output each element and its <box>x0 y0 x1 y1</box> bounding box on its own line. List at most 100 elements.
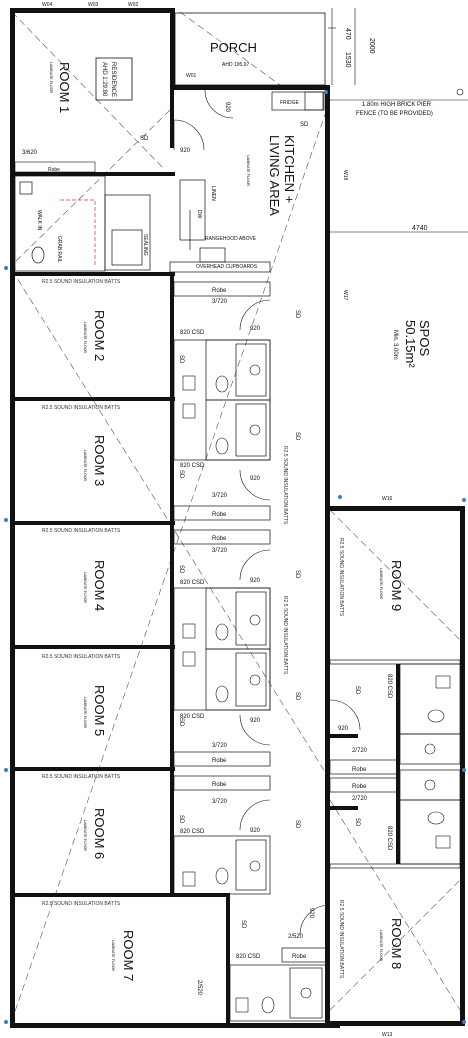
room-6-insulation: R2.5 SOUND INSULATION BATTS <box>42 774 121 780</box>
sd-corridor-d: SD <box>294 692 300 701</box>
porch-name: PORCH <box>210 40 257 55</box>
csd-label-3: 820 CSD <box>180 463 205 469</box>
room-1: ROOM 1 LAMINATE FLOOR RESIDENCE AHD 1:29… <box>14 57 205 176</box>
window-label-w03: W03 <box>88 2 99 8</box>
window-label-w17: W17 <box>342 290 348 301</box>
room-9-floor: LAMINATE FLOOR <box>379 568 383 599</box>
sealing-label: SEALING <box>142 234 148 256</box>
robe-label-9: Robe <box>352 767 367 773</box>
sd-room-8: SD <box>354 818 360 827</box>
room-1-robe: Robe <box>48 167 60 173</box>
door-920-5: 920 <box>250 718 261 724</box>
room-8-insulation: R2.5 SOUND INSULATION BATTS <box>338 900 344 979</box>
room-2-floor: LAMINATE FLOOR <box>83 322 87 353</box>
door-label-3620: 3/620 <box>22 150 38 156</box>
spos-area-value: 50.15m² <box>403 320 418 368</box>
door-920-4: 920 <box>250 578 261 584</box>
room-6-floor: LAMINATE FLOOR <box>83 820 87 851</box>
rangehood-label: RANGEHOOD ABOVE <box>205 236 257 242</box>
room-5: ROOM 5 LAMINATE FLOOR R2.5 SOUND INSULAT… <box>42 654 121 736</box>
robe-label-3: Robe <box>212 512 227 518</box>
room-7-insulation: R2.5 SOUND INSULATION BATTS <box>42 901 121 907</box>
kitchen-name-2: LIVING AREA <box>267 135 282 216</box>
room-3: ROOM 3 LAMINATE FLOOR R2.5 SOUND INSULAT… <box>42 405 121 486</box>
dim-2000: 2000 <box>368 38 375 54</box>
room-2-insulation: R2.5 SOUND INSULATION BATTS <box>42 279 121 285</box>
walk-in-label: WALK IN <box>36 210 42 231</box>
linen-label: LINEN <box>210 186 216 201</box>
sd-room-2: SD <box>178 355 184 364</box>
room-8-name: ROOM 8 <box>389 918 404 969</box>
room-7-door-2520: 2/520 <box>196 980 202 996</box>
fridge-label: FRIDGE <box>280 100 300 106</box>
right-ensuite-walls <box>330 664 400 864</box>
room-3-insulation: R2.5 SOUND INSULATION BATTS <box>42 405 121 411</box>
room-6-name: ROOM 6 <box>92 808 107 859</box>
window-label-w18: W18 <box>342 170 348 181</box>
room-8-floor: LAMINATE FLOOR <box>379 930 383 961</box>
dimensions <box>328 8 468 233</box>
toilets <box>182 375 451 1014</box>
csd-label-2: 820 CSD <box>180 330 205 336</box>
door-2520-8: 2/520 <box>288 934 304 940</box>
spos-label: SPOS <box>417 320 432 356</box>
room-7-sd: SD <box>240 920 246 929</box>
door-swings <box>239 299 361 936</box>
door-920-6: 920 <box>250 828 261 834</box>
robe-label-5: Robe <box>212 758 227 764</box>
csd-label-8: 820 CSD <box>386 826 392 851</box>
csd-label-9: 820 CSD <box>386 674 392 699</box>
csd-label-4: 820 CSD <box>180 580 205 586</box>
grab-rail-label: GRAB RAIL <box>56 236 62 263</box>
kitchen-living: KITCHEN + LIVING AREA LAMINATE FLOOR 920… <box>204 89 325 216</box>
robes-ensuites <box>173 281 461 1022</box>
csd-label-5: 820 CSD <box>180 714 205 720</box>
bedroom-walls <box>15 272 230 897</box>
sd-corridor-c: SD <box>294 570 300 579</box>
sd-room-4: SD <box>178 565 184 574</box>
window-label-w01: W01 <box>186 73 197 79</box>
room-6: ROOM 6 LAMINATE FLOOR R2.5 SOUND INSULAT… <box>42 774 121 859</box>
room-9-name: ROOM 9 <box>389 560 404 611</box>
door-3720-d: 3/720 <box>212 743 228 749</box>
door-2720-a: 2/720 <box>352 748 368 754</box>
window-label-w04: W04 <box>42 2 53 8</box>
robe-label-2: Robe <box>212 288 227 294</box>
fence-note: 1.80m HIGH BRICK PIER <box>362 102 432 108</box>
sd-room-9: SD <box>354 686 360 695</box>
robe-label-4: Robe <box>212 536 227 542</box>
kitchen-floor: LAMINATE FLOOR <box>246 155 250 186</box>
window-label-w02: W02 <box>128 2 139 8</box>
sd-corridor-e: SD <box>294 820 300 829</box>
window-label-w13: W13 <box>382 1032 393 1038</box>
porch: PORCH AHD 195.97 W01 <box>174 12 326 86</box>
room-2: ROOM 2 LAMINATE FLOOR R2.5 SOUND INSULAT… <box>42 279 121 361</box>
sd-corridor-b: SD <box>294 432 300 441</box>
spos-min: Min. 3.00m <box>392 330 398 360</box>
left-markers <box>4 90 466 1024</box>
ensuite-1 <box>14 175 271 273</box>
sd-room-5: SD <box>178 718 184 727</box>
fence-note-2: FENCE (TO BE PROVIDED) <box>356 111 433 117</box>
sd-corridor-a: SD <box>294 310 300 319</box>
overhead-label: OVERHEAD CUPBOARDS <box>196 264 258 270</box>
room-8: ROOM 8 LAMINATE FLOOR R2.5 SOUND INSULAT… <box>338 900 404 979</box>
room-1-name: ROOM 1 <box>57 62 72 113</box>
door-3720-e: 3/720 <box>212 799 228 805</box>
kitchen-door-920: 920 <box>224 102 230 113</box>
residence-label: RESIDENCE <box>110 62 116 97</box>
room-1-door-920: 920 <box>180 148 191 154</box>
outer-walls <box>10 8 465 1028</box>
residence-ahd: AHD 1:29.80 <box>101 62 107 97</box>
room-1-floor: LAMINATE FLOOR <box>49 62 53 93</box>
door-920-8: 920 <box>308 908 314 919</box>
robe-label-8: Robe <box>352 784 367 790</box>
csd-label-6: 820 CSD <box>180 829 205 835</box>
kitchen-sd: SD <box>300 122 309 128</box>
room-9-insulation: R2.5 SOUND INSULATION BATTS <box>338 538 344 617</box>
room-5-floor: LAMINATE FLOOR <box>83 697 87 728</box>
room-5-insulation: R2.5 SOUND INSULATION BATTS <box>42 654 121 660</box>
corridor-insulation-b: R2.5 SOUND INSULATION BATTS <box>282 596 288 675</box>
robe-label-7: Robe <box>292 954 307 960</box>
